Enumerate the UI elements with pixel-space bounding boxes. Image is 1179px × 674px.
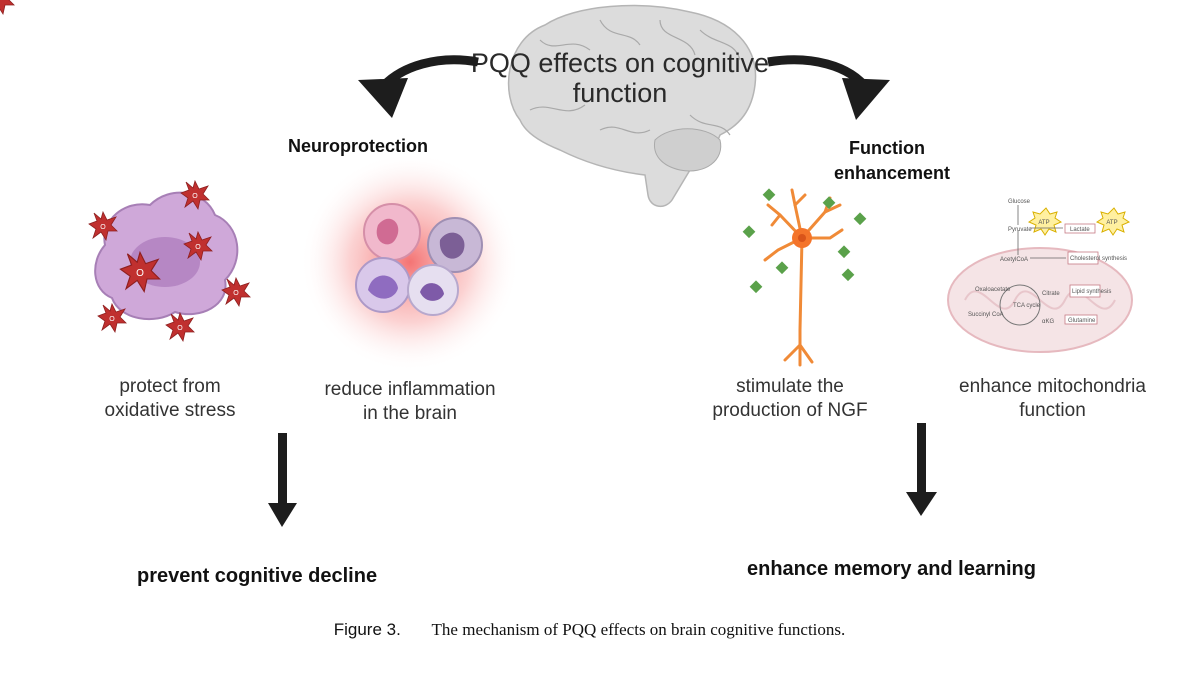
neuroprotection-heading: Neuroprotection [288, 136, 429, 156]
svg-text:AcetylCoA: AcetylCoA [1000, 257, 1028, 263]
outcome-right: enhance memory and learning [747, 558, 1036, 580]
svg-text:Pyruvate: Pyruvate [1008, 227, 1032, 233]
oxidative-stress-caption: protect from oxidative stress [104, 376, 236, 421]
radical-label: O [109, 316, 115, 323]
diagram-title: PQQ effects on cognitive function [470, 48, 770, 108]
radical-label: O [233, 290, 239, 297]
svg-text:TCA cycle: TCA cycle [1013, 303, 1041, 309]
svg-text:Oxaloacetate: Oxaloacetate [975, 287, 1011, 293]
svg-text:ATP: ATP [1106, 220, 1117, 226]
radical-label: O [100, 224, 106, 231]
svg-text:Succinyl CoA: Succinyl CoA [968, 312, 1004, 318]
svg-text:Cholesterol synthesis: Cholesterol synthesis [1070, 256, 1127, 262]
mitochondria-caption: enhance mitochondria function [959, 376, 1146, 421]
radical-label: O [195, 244, 201, 251]
svg-text:ATP: ATP [1038, 220, 1049, 226]
figure-label: Figure 3. [333, 620, 401, 639]
svg-text:Glucose: Glucose [1008, 199, 1031, 205]
svg-text:Lipid synthesis: Lipid synthesis [1072, 289, 1111, 295]
radical-label: O [136, 268, 144, 279]
radical-label: O [177, 325, 183, 332]
figure-caption: Figure 3. The mechanism of PQQ effects o… [0, 620, 1179, 640]
ngf-caption: stimulate the production of NGF [712, 376, 868, 421]
svg-text:Lactate: Lactate [1070, 227, 1090, 233]
function-enhancement-heading: Function enhancement [833, 138, 951, 183]
figure-caption-text: The mechanism of PQQ effects on brain co… [431, 620, 846, 639]
outcome-left: prevent cognitive decline [137, 565, 378, 587]
svg-text:αKG: αKG [1042, 319, 1054, 325]
inflammation-caption: reduce inflammation in the brain [324, 379, 496, 424]
svg-text:Citrate: Citrate [1042, 291, 1060, 297]
svg-text:Glutamine: Glutamine [1068, 318, 1096, 324]
radical-label: O [192, 193, 198, 200]
